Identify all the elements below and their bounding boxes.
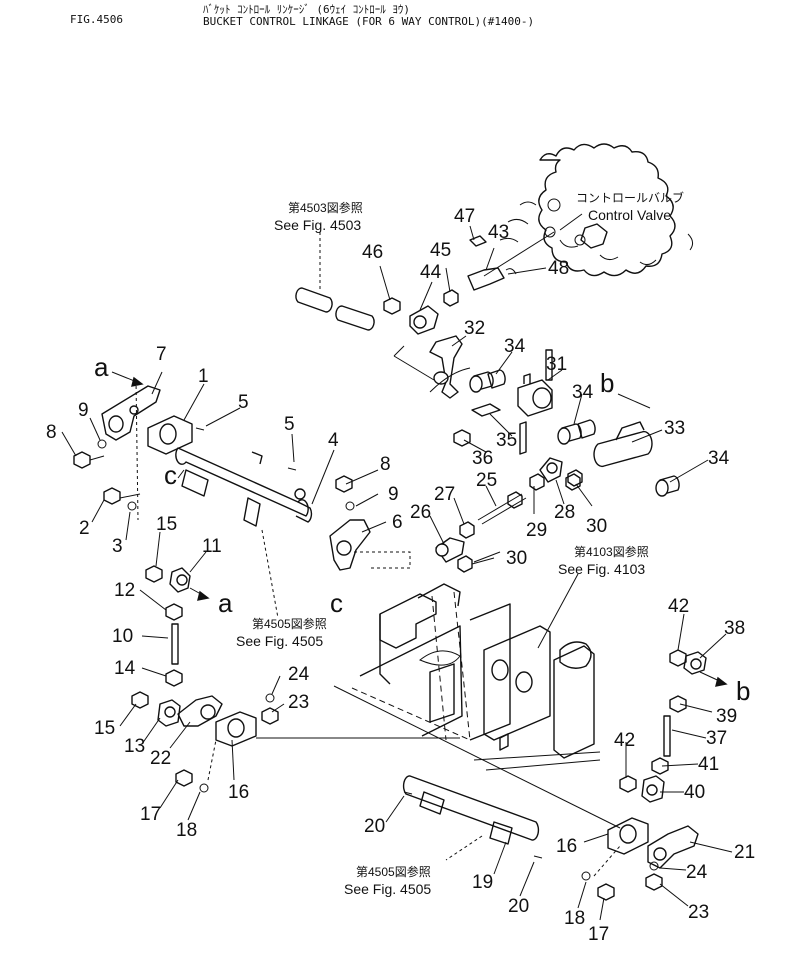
ref-fig4505b-jp: 第4505図参照 — [356, 864, 431, 879]
callout-38: 38 — [724, 618, 745, 639]
callout-22: 22 — [150, 748, 171, 769]
callout-5: 5 — [238, 392, 249, 413]
callout-32: 32 — [464, 318, 485, 339]
connector-b-top: b — [600, 368, 614, 398]
callout-35: 35 — [496, 430, 517, 451]
callout-47: 47 — [454, 206, 475, 227]
connector-letters: a a b b c c — [94, 352, 750, 706]
callout-9b: 9 — [388, 484, 399, 505]
callout-2: 2 — [79, 518, 90, 539]
lever-32 — [429, 335, 463, 399]
callout-19: 19 — [472, 872, 493, 893]
figure-number: FIG.4506 — [70, 13, 123, 26]
lower-shaft — [402, 775, 543, 861]
main-left-linkage — [73, 379, 411, 619]
callout-41: 41 — [698, 754, 719, 775]
callout-7: 7 — [156, 344, 167, 365]
callout-30b: 30 — [506, 548, 527, 569]
callout-26: 26 — [410, 502, 431, 523]
callout-36: 36 — [472, 448, 493, 469]
ref-fig4505b-en: See Fig. 4505 — [344, 881, 431, 897]
callout-44: 44 — [420, 262, 442, 283]
callout-16: 16 — [228, 782, 249, 803]
ref-fig4503-en: See Fig. 4503 — [274, 217, 361, 233]
callout-43: 43 — [488, 222, 509, 243]
callout-15: 15 — [156, 514, 177, 535]
callout-17b: 17 — [588, 924, 609, 945]
callout-31: 31 — [546, 354, 567, 375]
callout-5b: 5 — [284, 414, 295, 435]
callout-33: 33 — [664, 418, 685, 439]
callout-27: 27 — [434, 484, 455, 505]
callout-34c: 34 — [708, 448, 730, 469]
frame-structure — [256, 583, 621, 829]
callout-16b: 16 — [556, 836, 577, 857]
callout-11: 11 — [202, 536, 222, 557]
callout-23: 23 — [288, 692, 309, 713]
callout-20: 20 — [364, 816, 385, 837]
callout-40: 40 — [684, 782, 705, 803]
connector-a-left: a — [218, 588, 233, 618]
callout-1: 1 — [198, 366, 209, 387]
connector-c-left: c — [164, 460, 177, 490]
ref-fig4505a-en: See Fig. 4505 — [236, 633, 323, 649]
callout-34b: 34 — [572, 382, 594, 403]
rod-segment — [295, 287, 333, 313]
connector-b-right: b — [736, 676, 750, 706]
callout-45: 45 — [430, 240, 451, 261]
callout-14: 14 — [114, 658, 136, 679]
callout-42b: 42 — [614, 730, 635, 751]
callout-18b: 18 — [564, 908, 585, 929]
callout-34: 34 — [504, 336, 526, 357]
callout-8b: 8 — [380, 454, 391, 475]
callout-37: 37 — [706, 728, 727, 749]
callout-numbers: 1 2 3 4 5 5 6 7 8 8 9 9 10 11 12 13 14 1… — [46, 206, 755, 945]
ref-fig4505a-jp: 第4505図参照 — [252, 616, 327, 631]
callout-28: 28 — [554, 502, 575, 523]
callout-48: 48 — [548, 258, 569, 279]
callout-21: 21 — [734, 842, 755, 863]
reference-notes: 第4503図参照 See Fig. 4503 第4505図参照 See Fig.… — [236, 190, 684, 897]
ref-fig4503-jp: 第4503図参照 — [288, 200, 363, 215]
title-english: BUCKET CONTROL LINKAGE (FOR 6 WAY CONTRO… — [203, 15, 535, 28]
callout-6: 6 — [392, 512, 403, 533]
callout-10: 10 — [112, 626, 133, 647]
callout-18: 18 — [176, 820, 197, 841]
callout-17: 17 — [140, 804, 161, 825]
ref-fig4103-jp: 第4103図参照 — [574, 544, 649, 559]
callout-3: 3 — [112, 536, 123, 557]
callout-8: 8 — [46, 422, 57, 443]
title-japanese: ﾊﾞｹｯﾄ ｺﾝﾄﾛｰﾙ ﾘﾝｹｰｼﾞ (6ｳｪｲ ｺﾝﾄﾛｰﾙ ﾖｳ) — [203, 3, 410, 16]
rod-segment — [335, 305, 375, 331]
callout-30: 30 — [586, 516, 607, 537]
leader-lines — [61, 213, 733, 921]
control-valve-label-en: Control Valve — [588, 207, 671, 223]
callout-29: 29 — [526, 520, 547, 541]
callout-25: 25 — [476, 470, 497, 491]
connector-c-mid: c — [330, 588, 343, 618]
callout-4: 4 — [328, 430, 339, 451]
connector-arrows — [111, 371, 728, 687]
callout-42: 42 — [668, 596, 689, 617]
callout-24b: 24 — [686, 862, 708, 883]
callout-46: 46 — [362, 242, 383, 263]
callout-23b: 23 — [688, 902, 709, 923]
callout-15b: 15 — [94, 718, 115, 739]
callout-12: 12 — [114, 580, 135, 601]
callout-13: 13 — [124, 736, 145, 757]
control-valve-label-jp: コントロールバルブ — [576, 190, 684, 205]
connector-a-top: a — [94, 352, 109, 382]
ref-fig4103-en: See Fig. 4103 — [558, 561, 645, 577]
upper-linkage — [295, 231, 555, 399]
callout-9: 9 — [78, 400, 89, 421]
middle-right-linkage — [429, 349, 680, 573]
callout-24: 24 — [288, 664, 310, 685]
callout-39: 39 — [716, 706, 737, 727]
callout-20b: 20 — [508, 896, 529, 917]
